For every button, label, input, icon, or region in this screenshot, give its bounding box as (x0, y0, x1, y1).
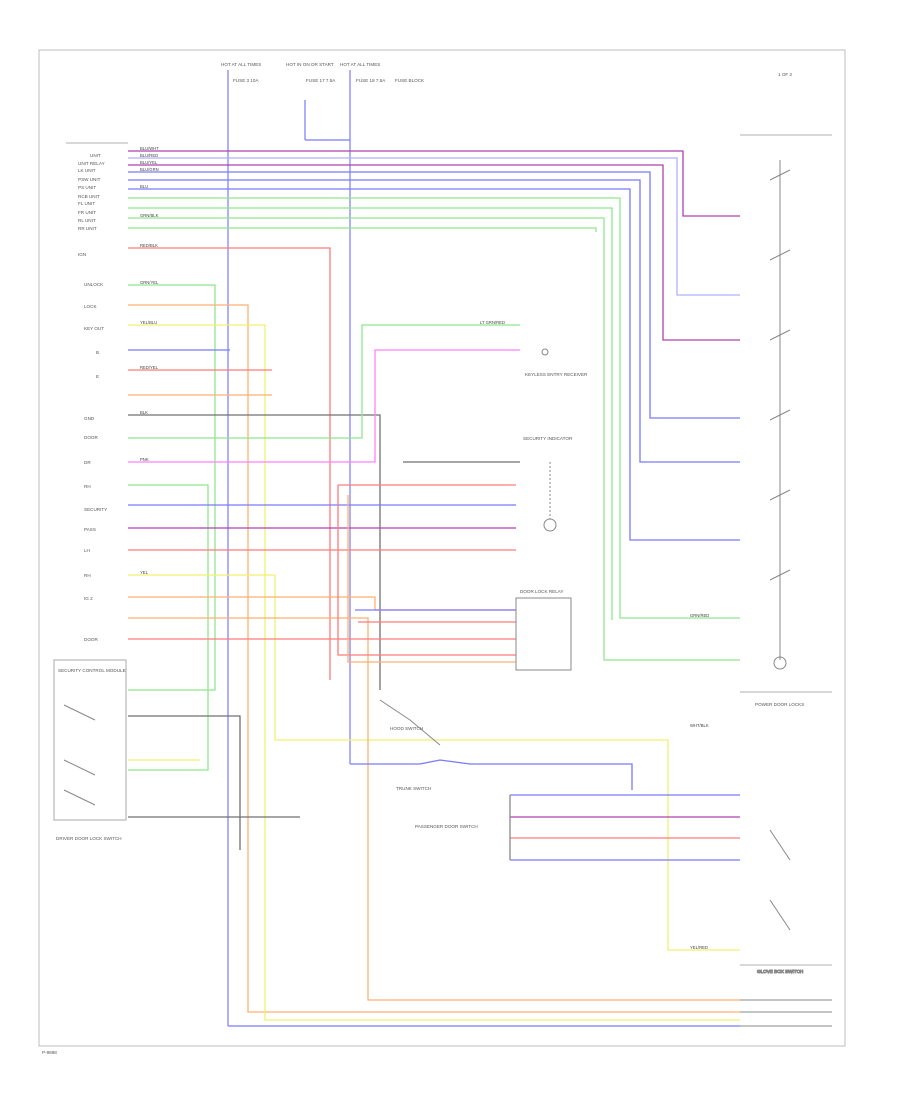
hood-switch: HOOD SWITCH (379, 699, 441, 746)
svg-text:GRN/RED: GRN/RED (690, 613, 709, 618)
fuse-block-label: FUSE BLOCK (395, 78, 425, 83)
svg-text:RH: RH (84, 573, 91, 578)
bus-wires (128, 150, 740, 680)
svg-text:RL UNIT: RL UNIT (78, 218, 96, 223)
svg-text:KEY OUT: KEY OUT (84, 326, 104, 331)
svg-text:FUSE 3 10A: FUSE 3 10A (233, 78, 259, 83)
svg-text:IGN: IGN (78, 252, 86, 257)
security-indicator: SECURITY INDICATOR (523, 436, 573, 532)
svg-text:SECURITY INDICATOR: SECURITY INDICATOR (523, 436, 573, 441)
fuse-3: HOT AT ALL TIMES FUSE 18 7.5A (340, 62, 386, 83)
svg-text:GRN/YEL: GRN/YEL (140, 280, 159, 285)
svg-text:IG 2: IG 2 (84, 596, 93, 601)
trunk-switch: TRUNK SWITCH (350, 759, 633, 791)
svg-text:LT GRN/RED: LT GRN/RED (480, 320, 505, 325)
svg-text:TRUNK SWITCH: TRUNK SWITCH (396, 786, 431, 791)
svg-text:SECURITY: SECURITY (84, 507, 107, 512)
svg-text:GRN/BLK: GRN/BLK (140, 213, 159, 218)
svg-text:RCB UNIT: RCB UNIT (78, 194, 100, 199)
svg-text:HOT IN ON OR START: HOT IN ON OR START (286, 62, 334, 67)
door-lock-relay: DOOR LOCK RELAY (515, 589, 572, 671)
page-indicator: 1 OF 2 (778, 72, 792, 77)
svg-text:RED/BLK: RED/BLK (140, 243, 158, 248)
left-terminal-labels: UNIT UNIT RELAY LK UNIT PSW UNIT PS UNIT… (78, 153, 107, 642)
svg-text:BLK: BLK (140, 410, 148, 415)
svg-text:GND: GND (84, 416, 95, 421)
wire-labels: BLU/WHT BLU/RED BLU/YEL BLU/GRN BLU GRN/… (140, 146, 709, 950)
svg-text:BLU: BLU (140, 184, 148, 189)
keyless-receiver: KEYLESS ENTRY RECEIVER (525, 348, 588, 377)
diagram-code: P-9888 (42, 1050, 57, 1055)
svg-text:DOOR: DOOR (84, 435, 98, 440)
svg-text:DR: DR (84, 460, 91, 465)
svg-text:WHT/BLK: WHT/BLK (690, 723, 709, 728)
fuse-1: HOT AT ALL TIMES FUSE 3 10A (221, 62, 261, 83)
svg-text:RR UNIT: RR UNIT (78, 226, 97, 231)
svg-text:PS UNIT: PS UNIT (78, 185, 96, 190)
svg-text:LH: LH (84, 548, 90, 553)
svg-text:FUSE 17 7.5A: FUSE 17 7.5A (306, 78, 336, 83)
svg-text:UNIT: UNIT (90, 153, 101, 158)
svg-text:SECURITY CONTROL MODULE: SECURITY CONTROL MODULE (58, 668, 126, 673)
svg-text:YEL: YEL (140, 570, 149, 575)
svg-text:RH: RH (84, 484, 91, 489)
bottom-terminals (740, 999, 832, 1027)
svg-text:FR UNIT: FR UNIT (78, 210, 96, 215)
door-lock-actuators (740, 134, 832, 670)
fuse-2: HOT IN ON OR START FUSE 17 7.5A (286, 62, 336, 83)
svg-text:E: E (96, 374, 99, 379)
glove-box-switch: GLOVE BOX SWITCH (740, 829, 832, 975)
svg-text:BLU/WHT: BLU/WHT (140, 146, 159, 151)
svg-text:PASS: PASS (84, 527, 96, 532)
module-wires (128, 284, 740, 1021)
svg-text:RED/YEL: RED/YEL (140, 365, 159, 370)
svg-text:BLU/GRN: BLU/GRN (140, 167, 159, 172)
driver-door-switch: SECURITY CONTROL MODULE DRIVER DOOR LOCK… (53, 659, 127, 841)
svg-text:DOOR: DOOR (84, 637, 98, 642)
svg-text:HOOD SWITCH: HOOD SWITCH (390, 726, 423, 731)
diagram-frame (38, 49, 846, 1047)
svg-text:YEL/RED: YEL/RED (690, 945, 708, 950)
svg-text:HOT AT ALL TIMES: HOT AT ALL TIMES (340, 62, 380, 67)
svg-text:LOCK: LOCK (84, 304, 97, 309)
svg-text:HOT AT ALL TIMES: HOT AT ALL TIMES (221, 62, 261, 67)
svg-text:DOOR LOCK RELAY: DOOR LOCK RELAY (520, 589, 564, 594)
svg-text:BLU/YEL: BLU/YEL (140, 160, 158, 165)
svg-text:DRIVER DOOR LOCK SWITCH: DRIVER DOOR LOCK SWITCH (56, 836, 122, 841)
svg-text:PNK: PNK (140, 457, 149, 462)
svg-text:UNIT RELAY: UNIT RELAY (78, 161, 105, 166)
svg-text:YEL/BLU: YEL/BLU (140, 320, 157, 325)
passenger-door-switch: PASSENGER DOOR SWITCH (415, 794, 740, 861)
svg-text:UNLOCK: UNLOCK (84, 282, 104, 287)
svg-text:PASSENGER DOOR SWITCH: PASSENGER DOOR SWITCH (415, 824, 478, 829)
svg-text:FL UNIT: FL UNIT (78, 201, 95, 206)
svg-text:KEYLESS ENTRY RECEIVER: KEYLESS ENTRY RECEIVER (525, 372, 588, 377)
svg-text:GLOVE BOX SWITCH: GLOVE BOX SWITCH (757, 969, 803, 974)
svg-text:B: B (96, 350, 99, 355)
svg-text:LK UNIT: LK UNIT (78, 168, 96, 173)
svg-text:BLU/RED: BLU/RED (140, 153, 158, 158)
power-door-locks-label: POWER DOOR LOCKS (755, 702, 804, 707)
svg-text:PSW UNIT: PSW UNIT (78, 177, 101, 182)
svg-text:FUSE 18 7.5A: FUSE 18 7.5A (356, 78, 386, 83)
